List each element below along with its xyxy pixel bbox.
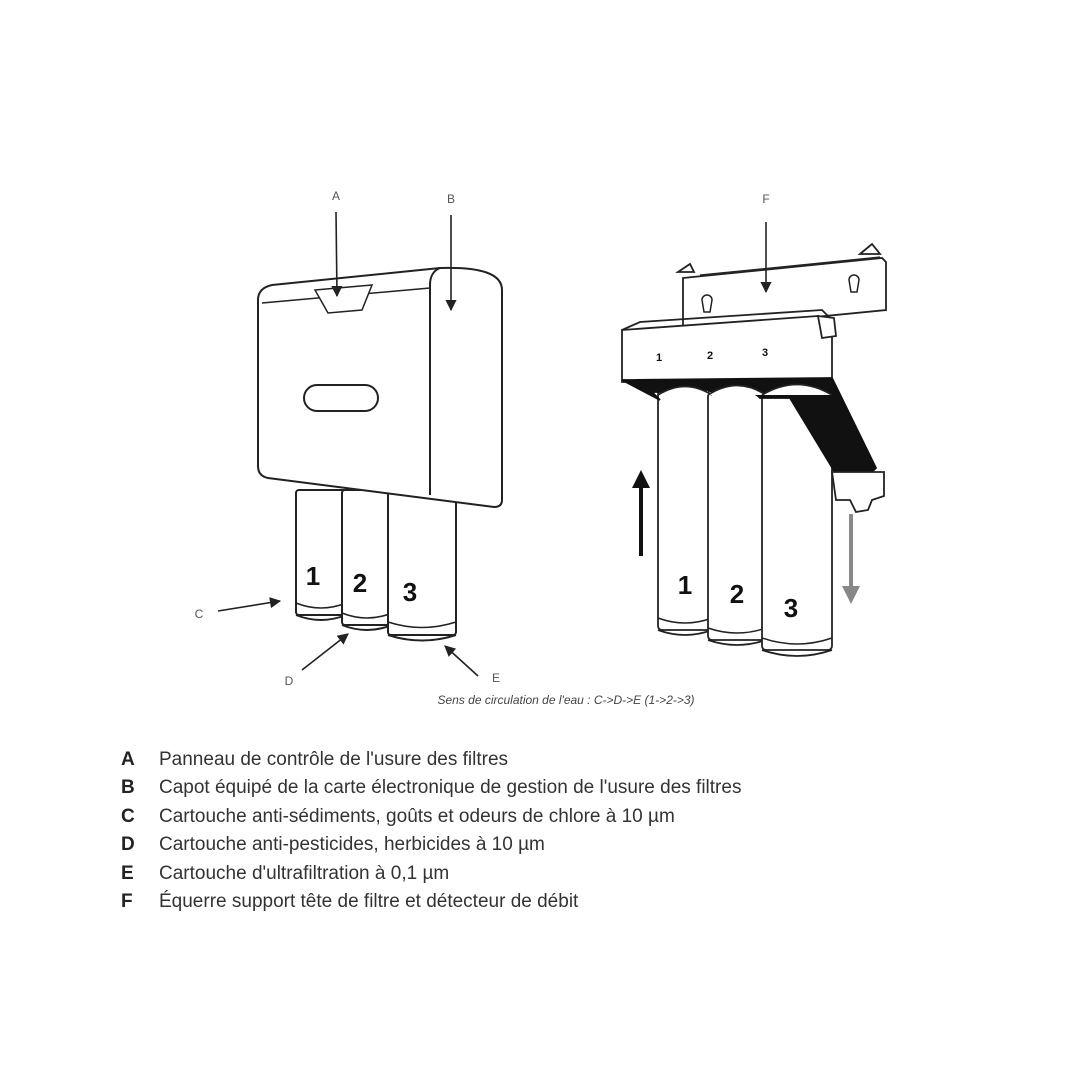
legend-letter: C	[121, 805, 135, 827]
legend-row-b: B Capot équipé de la carte électronique …	[121, 774, 981, 802]
legend-letter: D	[121, 834, 135, 856]
cartridge-top-1	[657, 385, 713, 396]
callout-c: C	[195, 607, 204, 621]
legend-text: Cartouche d'ultrafiltration à 0,1 µm	[159, 862, 450, 884]
legend-text: Capot équipé de la carte électronique de…	[159, 777, 742, 799]
callout-c-arrow	[217, 597, 282, 612]
support-bracket-tab-right	[857, 242, 882, 255]
cartridge-2-covered	[341, 489, 393, 631]
callout-d: D	[285, 674, 294, 688]
legend-row-e: E Cartouche d'ultrafiltration à 0,1 µm	[121, 860, 981, 888]
filter-system-diagram: 1 2 3 A B C D E	[195, 189, 887, 707]
head-number-3: 3	[762, 347, 768, 359]
legend-row-d: D Cartouche anti-pesticides, herbicides …	[121, 831, 981, 859]
filter-head-top	[621, 309, 833, 331]
cartridge-number-3-left: 3	[403, 577, 417, 607]
callout-a: A	[332, 189, 340, 203]
legend-row-c: C Cartouche anti-sédiments, goûts et ode…	[121, 803, 981, 831]
support-bracket	[682, 257, 887, 331]
cartridge-number-1-right: 1	[678, 570, 692, 600]
legend-row-a: A Panneau de contrôle de l'usure des fil…	[121, 746, 981, 774]
callout-d-arrow	[301, 633, 349, 671]
inflow-arrow	[632, 470, 650, 556]
callout-e-arrow	[444, 645, 479, 677]
cartridge-number-3-right: 3	[784, 593, 798, 623]
legend-row-f: F Équerre support tête de filtre et déte…	[121, 888, 981, 916]
outlet-fitting	[830, 471, 885, 513]
cartridge-top-3	[761, 383, 833, 396]
support-bracket-tab-left	[675, 262, 696, 273]
legend-letter: F	[121, 890, 133, 912]
callout-e: E	[492, 671, 500, 685]
handle-slot	[303, 384, 379, 412]
bracket-slot-left	[701, 294, 713, 313]
legend-text: Panneau de contrôle de l'usure des filtr…	[159, 749, 509, 770]
uncovered-unit	[621, 242, 887, 657]
callout-a-arrow	[331, 211, 343, 298]
legend-letter: E	[121, 862, 134, 884]
housing-side-cover	[429, 267, 441, 495]
legend-letter: B	[121, 777, 135, 799]
bracket-top-ridge	[699, 256, 881, 276]
covered-unit	[257, 266, 503, 642]
cartridge-1-covered	[295, 489, 347, 621]
outflow-arrow	[842, 514, 860, 604]
right-fitting	[816, 314, 837, 340]
legend-text: Équerre support tête de filtre et détect…	[159, 890, 579, 912]
cartridge-number-1-left: 1	[306, 561, 320, 591]
cartridge-3-open	[761, 389, 833, 657]
legend: A Panneau de contrôle de l'usure des fil…	[121, 746, 981, 916]
flow-caption: Sens de circulation de l'eau : C->D->E (…	[437, 693, 694, 707]
callout-f: F	[762, 192, 769, 206]
control-panel-window	[313, 284, 374, 314]
filter-head	[621, 315, 833, 383]
cartridge-3-covered	[387, 489, 457, 642]
cartridge-number-2-right: 2	[730, 579, 744, 609]
bracket-slot-right	[848, 274, 860, 293]
head-number-2: 2	[707, 350, 713, 362]
cartridge-top-2	[707, 384, 767, 396]
head-number-1: 1	[656, 352, 662, 364]
legend-text: Cartouche anti-sédiments, goûts et odeur…	[159, 805, 675, 827]
legend-text: Cartouche anti-pesticides, herbicides à …	[159, 834, 545, 856]
cartridge-number-2-left: 2	[353, 568, 367, 598]
housing-body	[257, 266, 503, 509]
callout-b: B	[447, 192, 455, 206]
legend-letter: A	[121, 749, 135, 770]
